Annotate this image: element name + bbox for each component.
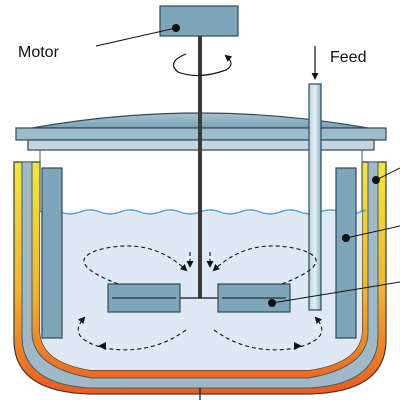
motor-callout-line — [95, 27, 177, 47]
flow-arrow-left-bottom — [98, 342, 106, 350]
jacket-callout-line — [375, 167, 400, 181]
flow-loop-upper-left — [83, 245, 188, 285]
feed-label: Feed — [330, 49, 366, 66]
vessel-wall — [21, 161, 379, 389]
feed-pipe — [308, 83, 322, 311]
flow-loop-upper-right — [212, 245, 317, 285]
baffle-left — [41, 167, 63, 339]
motor-label: Motor — [18, 44, 60, 61]
baffle-callout-line — [345, 225, 400, 239]
agitator-shaft — [198, 36, 202, 298]
flow-arrow-right-bottom — [294, 342, 302, 350]
liquid-surface-line — [39, 209, 367, 215]
impeller-callout-line — [271, 281, 400, 304]
rotation-arrow-icon — [172, 53, 233, 77]
baffle-right — [335, 167, 357, 339]
motor-box — [159, 5, 239, 37]
